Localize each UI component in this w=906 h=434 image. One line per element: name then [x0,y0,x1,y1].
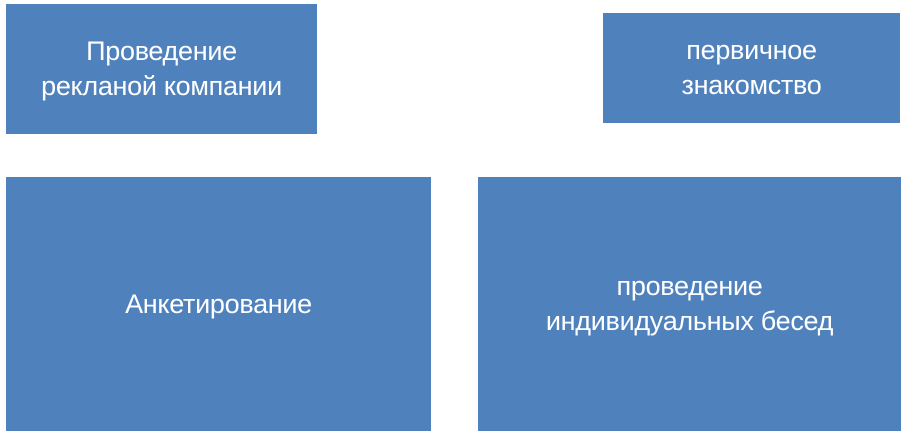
box-label-line: индивидуальных бесед [545,306,834,336]
box-label-line: проведение [616,271,763,301]
box-label: Проведение рекланой компании [41,34,282,104]
box-advertising-campaign: Проведение рекланой компании [6,4,317,134]
box-label: Анкетирование [125,287,312,322]
box-label-line: знакомство [681,70,822,100]
box-label-line: первичное [686,35,817,65]
box-label: первичное знакомство [682,33,822,103]
box-label-line: Анкетирование [125,288,312,319]
box-individual-talks: проведение индивидуальных бесед [478,177,901,431]
box-first-acquaintance: первичное знакомство [603,13,900,123]
box-label-line: Проведение [86,36,237,66]
box-label-line: рекланой компании [41,71,282,101]
box-questionnaire: Анкетирование [6,177,431,431]
box-label: проведение индивидуальных бесед [545,269,834,339]
